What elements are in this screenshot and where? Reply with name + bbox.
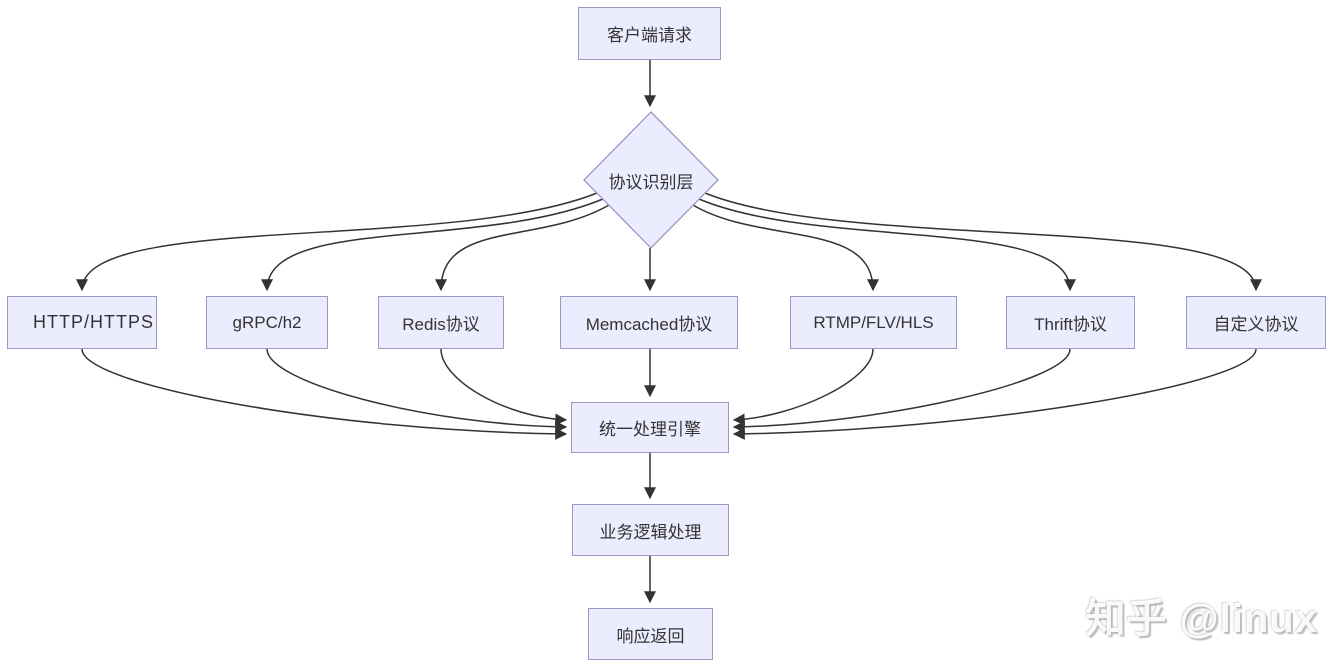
node-unified-engine-label: 统一处理引擎 (599, 420, 701, 439)
node-business-logic-label: 业务逻辑处理 (599, 522, 702, 542)
zhihu-watermark: 知乎 @linux (1085, 597, 1318, 641)
node-client-request: 客户端请求 (578, 7, 721, 60)
node-unified-engine: 统一处理引擎 (571, 402, 729, 453)
node-protocol-layer-diamond (583, 111, 719, 249)
node-protocol-thrift: Thrift协议 (1006, 296, 1135, 349)
node-protocol-custom: 自定义协议 (1186, 296, 1326, 349)
edge-protocol-layer-to-http (76, 192, 598, 292)
node-protocol-http: HTTP/HTTPS (7, 296, 157, 349)
edge-grpc-to-engine (266, 348, 568, 433)
node-protocol-rtmp-label: RTMP/FLV/HLS (813, 312, 934, 332)
node-response-return-label: 响应返回 (616, 626, 685, 646)
node-protocol-http-label: HTTP/HTTPS (33, 312, 154, 332)
node-client-request-label: 客户端请求 (607, 26, 692, 45)
node-protocol-redis: Redis协议 (378, 296, 504, 349)
edge-protocol-layer-to-thrift (698, 198, 1076, 292)
node-protocol-memcached-label: Memcached协议 (585, 315, 713, 334)
edge-protocol-layer-to-custom (704, 192, 1262, 292)
node-protocol-grpc: gRPC/h2 (206, 296, 328, 349)
node-business-logic: 业务逻辑处理 (572, 504, 729, 556)
node-protocol-redis-label: Redis协议 (402, 315, 480, 334)
edge-protocol-layer-to-redis (435, 204, 610, 292)
node-response-return: 响应返回 (588, 608, 713, 660)
edge-rtmp-to-engine (732, 348, 874, 426)
edge-protocol-layer-to-rtmp (692, 204, 879, 292)
edge-protocol-layer-to-grpc (261, 198, 604, 292)
node-protocol-thrift-label: Thrift协议 (1034, 315, 1107, 334)
edge-thrift-to-engine (732, 348, 1071, 433)
edge-redis-to-engine (440, 348, 568, 426)
edge-custom-to-engine (732, 348, 1257, 440)
node-protocol-grpc-label: gRPC/h2 (232, 312, 302, 332)
node-protocol-custom-label: 自定义协议 (1213, 315, 1299, 334)
edge-http-to-engine (81, 348, 568, 440)
node-protocol-memcached: Memcached协议 (560, 296, 738, 349)
node-protocol-rtmp: RTMP/FLV/HLS (790, 296, 957, 349)
